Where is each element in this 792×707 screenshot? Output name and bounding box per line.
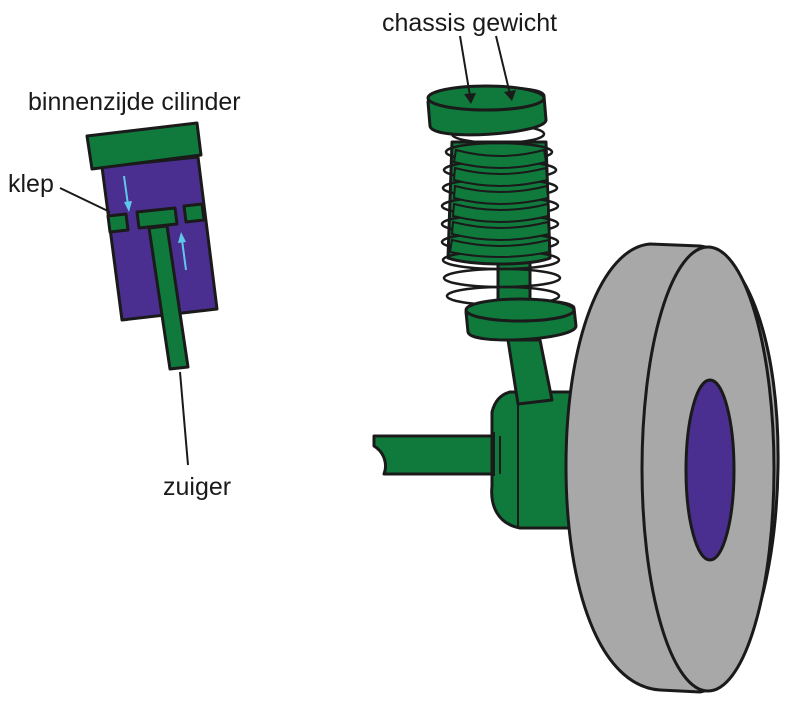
valve-plate-right bbox=[182, 202, 206, 224]
shock-ribs bbox=[448, 148, 551, 258]
control-arm bbox=[372, 434, 502, 476]
valve-leader bbox=[59, 187, 111, 213]
chassis-arrow-left bbox=[459, 35, 476, 104]
valve-plate-left bbox=[106, 212, 130, 234]
lower-spring-seat bbox=[464, 297, 578, 342]
label-chassis-weight: chassis gewicht bbox=[382, 9, 557, 37]
chassis-arrow-right bbox=[495, 35, 516, 101]
piston-leader bbox=[179, 371, 189, 466]
piston-rod bbox=[147, 224, 190, 371]
wheel-hub bbox=[684, 378, 736, 562]
flow-arrow-up bbox=[178, 232, 187, 271]
label-cylinder-inside: binnenzijde cilinder bbox=[28, 88, 241, 116]
cylinder-detail bbox=[59, 121, 219, 466]
label-valve: klep bbox=[8, 170, 54, 198]
suspension-assembly bbox=[372, 35, 780, 694]
label-piston: zuiger bbox=[163, 473, 231, 501]
piston-head bbox=[135, 206, 179, 230]
flow-arrow-down bbox=[123, 175, 132, 212]
cylinder-cap bbox=[85, 121, 203, 171]
top-mount-plate bbox=[426, 84, 548, 137]
wheel bbox=[564, 242, 780, 694]
